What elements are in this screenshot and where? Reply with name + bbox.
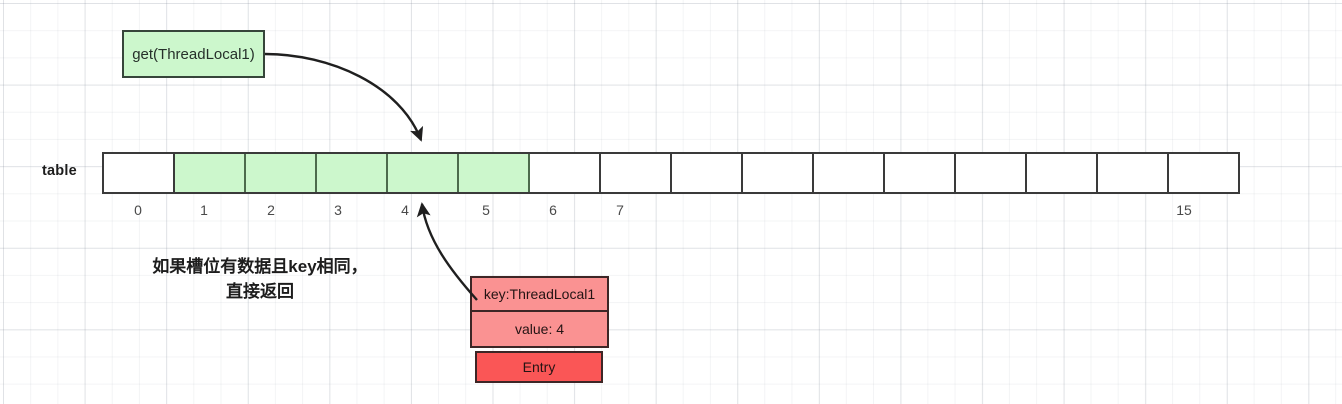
table-array: [102, 152, 1240, 194]
table-cell-7: [601, 154, 672, 192]
table-cell-8: [672, 154, 743, 192]
entry-value-row: value: 4: [470, 312, 609, 348]
table-cell-0: [104, 154, 175, 192]
arrow-get-to-slot: [264, 52, 424, 142]
table-index-label-4: 4: [401, 202, 409, 218]
table-cell-11: [885, 154, 956, 192]
arrow-entry-to-slot: [416, 202, 478, 301]
table-cell-15: [1169, 154, 1240, 192]
table-index-label-0: 0: [134, 202, 142, 218]
table-index-label-1: 1: [200, 202, 208, 218]
condition-note-line-2: 直接返回: [226, 281, 294, 301]
table-cell-4: [388, 154, 459, 192]
get-call-box-label: get(ThreadLocal1): [132, 45, 255, 63]
table-index-label-6: 6: [549, 202, 557, 218]
table-cell-3: [317, 154, 388, 192]
entry-type-row: Entry: [475, 351, 603, 383]
table-cell-12: [956, 154, 1027, 192]
table-cell-13: [1027, 154, 1098, 192]
table-index-label-15: 15: [1176, 202, 1192, 218]
table-cell-9: [743, 154, 814, 192]
table-index-label-3: 3: [334, 202, 342, 218]
entry-key-row: key:ThreadLocal1: [470, 276, 609, 312]
table-cell-6: [530, 154, 601, 192]
table-index-label-7: 7: [616, 202, 624, 218]
table-cell-14: [1098, 154, 1169, 192]
table-cell-10: [814, 154, 885, 192]
condition-note: 如果槽位有数据且key相同， 直接返回: [110, 255, 410, 304]
condition-note-line-1: 如果槽位有数据且key相同，: [152, 257, 368, 276]
table-index-label-5: 5: [482, 202, 490, 218]
table-cell-1: [175, 154, 246, 192]
table-label: table: [42, 163, 77, 179]
table-cell-5: [459, 154, 530, 192]
table-index-label-2: 2: [267, 202, 275, 218]
get-call-box: get(ThreadLocal1): [122, 30, 265, 78]
table-cell-2: [246, 154, 317, 192]
